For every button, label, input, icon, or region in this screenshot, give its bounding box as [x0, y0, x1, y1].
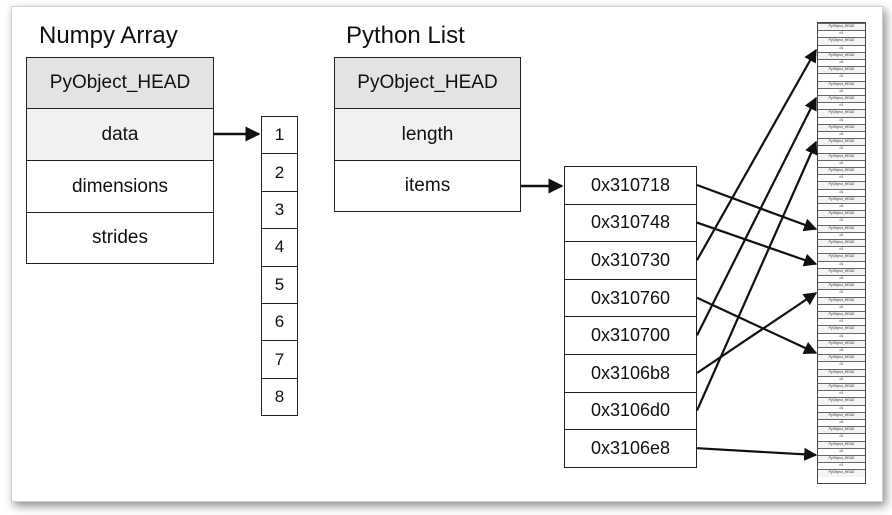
reference-arrow	[696, 221, 818, 267]
memory-slot: PyObject_HEAD	[818, 267, 865, 275]
memory-slot: d1	[818, 390, 865, 397]
memory-slot: PyObject_HEAD	[818, 368, 865, 376]
memory-slot: PyObject_HEAD	[818, 296, 865, 304]
memory-slot: d1	[818, 159, 865, 167]
pointer-cell: 0x310700	[564, 316, 697, 355]
memory-slot: d1	[818, 289, 865, 296]
memory-slot: d1	[818, 145, 865, 152]
memory-slot: PyObject_HEAD	[818, 109, 865, 117]
memory-slot: PyObject_HEAD	[818, 311, 865, 319]
memory-slot: d1	[818, 375, 865, 383]
memory-slot: PyObject_HEAD	[818, 210, 865, 218]
memory-slot: d1	[818, 303, 865, 311]
memory-slot: PyObject_HEAD	[818, 138, 865, 146]
memory-slot: PyObject_HEAD	[818, 239, 865, 247]
memory-slot: PyObject_HEAD	[818, 51, 865, 59]
memory-slot: d1	[818, 188, 865, 196]
memory-slot: PyObject_HEAD	[818, 339, 865, 347]
python-list-title: Python List	[346, 22, 465, 49]
memory-slot: d1	[818, 59, 865, 66]
list-field-length: length	[334, 108, 521, 161]
memory-slot: d1	[818, 318, 865, 325]
reference-arrow	[696, 183, 818, 232]
memory-slot: PyObject_HEAD	[818, 37, 865, 45]
memory-slot: PyObject_HEAD	[818, 152, 865, 160]
reference-arrow	[696, 48, 817, 261]
memory-slot: PyObject_HEAD	[818, 383, 865, 391]
memory-slot: PyObject_HEAD	[818, 95, 865, 103]
data-buffer-cell: 1	[261, 116, 298, 155]
memory-slot: PyObject_HEAD	[818, 123, 865, 131]
memory-slot: d1	[818, 174, 865, 181]
data-buffer-cell: 4	[261, 228, 298, 267]
reference-arrow	[695, 140, 818, 412]
memory-slot: d1	[818, 231, 865, 239]
memory-slot: PyObject_HEAD	[818, 66, 865, 74]
pointer-cell: 0x310730	[564, 241, 697, 280]
memory-slot: PyObject_HEAD	[818, 224, 865, 232]
memory-slot: d1	[818, 203, 865, 210]
memory-slot: PyObject_HEAD	[818, 469, 865, 477]
reference-arrow	[696, 292, 818, 374]
data-buffer-cell: 8	[261, 377, 298, 417]
memory-slot: d1	[818, 44, 865, 52]
memory-slot: PyObject_HEAD	[818, 411, 865, 419]
memory-slot: d1	[818, 361, 865, 368]
memory-slot: d1	[818, 87, 865, 95]
list-field-pyobject-head: PyObject_HEAD	[334, 57, 521, 109]
reference-arrows	[695, 48, 818, 461]
memory-slot: PyObject_HEAD	[818, 167, 865, 175]
memory-slot: PyObject_HEAD	[818, 440, 865, 448]
memory-slot: PyObject_HEAD	[818, 23, 865, 31]
memory-slot: d1	[818, 30, 865, 37]
memory-slot: d1	[818, 260, 865, 268]
list-field-items: items	[334, 160, 521, 212]
memory-slot: PyObject_HEAD	[818, 325, 865, 333]
reference-arrow	[696, 96, 817, 336]
numpy-field-strides: strides	[26, 212, 214, 264]
memory-slot: PyObject_HEAD	[818, 181, 865, 189]
memory-slot: d1	[818, 419, 865, 426]
memory-slot: d1	[818, 275, 865, 282]
data-buffer-cell: 5	[261, 265, 298, 304]
memory-slot: d1	[818, 73, 865, 80]
memory-slot: d1	[818, 404, 865, 412]
memory-slot: d1	[818, 116, 865, 124]
memory-slot: d1	[818, 347, 865, 354]
memory-slot: PyObject_HEAD	[818, 80, 865, 88]
memory-slot: PyObject_HEAD	[818, 195, 865, 203]
memory-slot: PyObject_HEAD	[818, 354, 865, 362]
reference-arrow	[696, 447, 818, 461]
pointer-cell: 0x310760	[564, 278, 697, 318]
memory-slot: d1	[818, 332, 865, 340]
memory-slot: PyObject_HEAD	[818, 455, 865, 463]
memory-slot: d1	[818, 462, 865, 469]
data-buffer-cell: 6	[261, 303, 298, 342]
memory-slot: PyObject_HEAD	[818, 253, 865, 261]
numpy-array-title: Numpy Array	[39, 22, 178, 49]
data-buffer-cell: 2	[261, 153, 298, 192]
memory-slot: d1	[818, 102, 865, 109]
memory-slot: PyObject_HEAD	[818, 282, 865, 290]
pointer-cell: 0x310748	[564, 203, 697, 243]
memory-slot: d1	[818, 246, 865, 253]
memory-slot: PyObject_HEAD	[818, 426, 865, 434]
memory-slot: d1	[818, 447, 865, 455]
reference-arrow	[696, 296, 818, 354]
memory-slot: d1	[818, 217, 865, 224]
pointer-cell: 0x3106e8	[564, 429, 697, 468]
memory-slot: d1	[818, 131, 865, 138]
pointer-cell: 0x3106d0	[564, 391, 697, 431]
memory-slot: PyObject_HEAD	[818, 397, 865, 405]
memory-slot: d1	[818, 433, 865, 440]
numpy-field-data: data	[26, 108, 214, 161]
numpy-field-dimensions: dimensions	[26, 160, 214, 213]
